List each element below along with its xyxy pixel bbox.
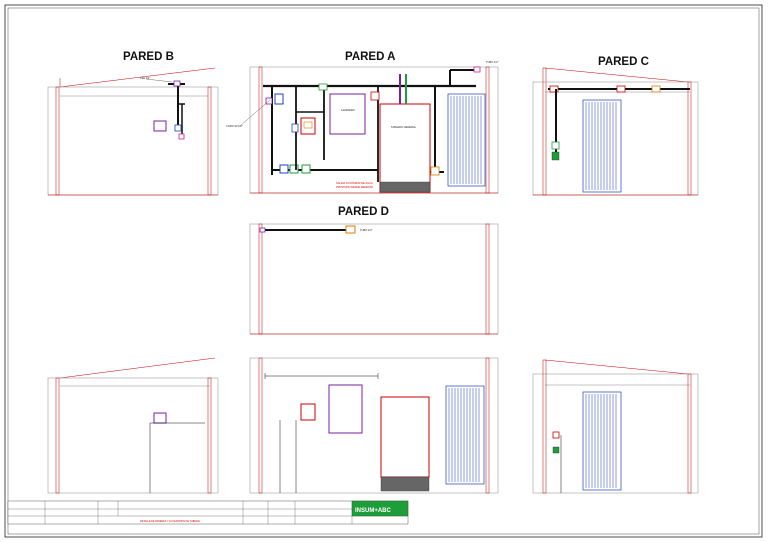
bottom-middle-elevation	[249, 357, 499, 494]
svg-text:TABLERO GENERAL: TABLERO GENERAL	[391, 125, 417, 129]
pared-a-elevation: TUBO 1/2" LAVADERO TABLERO GENERAL	[226, 60, 499, 194]
pared-a-title: PARED A	[345, 51, 395, 63]
bottom-right-elevation	[532, 359, 699, 494]
svg-text:TEE 1/2": TEE 1/2"	[140, 76, 150, 80]
svg-text:LAVADERO: LAVADERO	[341, 108, 355, 112]
pared-b-elevation: TEE 1/2"	[47, 67, 219, 196]
pared-b-title: PARED B	[123, 51, 174, 63]
svg-text:CODO 90 1/2": CODO 90 1/2"	[226, 124, 243, 128]
svg-text:PROVISION DESDE MEDIDOR: PROVISION DESDE MEDIDOR	[336, 185, 373, 189]
pared-c-elevation	[532, 67, 699, 196]
pared-c-title: PARED C	[598, 56, 649, 68]
title-block: INSUM+ABC DETALLE DE PAREDES Y ACCESORIO…	[7, 500, 409, 525]
logo-text: INSUM+ABC	[355, 508, 392, 514]
svg-text:TUBO 1/2": TUBO 1/2"	[486, 60, 499, 64]
pared-d-elevation: TUBO 1/2"	[249, 223, 499, 335]
svg-text:TUBO 1/2": TUBO 1/2"	[360, 228, 373, 232]
sheet-inner-border	[7, 7, 760, 535]
svg-text:SALIDA CONTADOR DE AGUA: SALIDA CONTADOR DE AGUA	[336, 181, 373, 185]
footer-red-note: DETALLE DE PAREDES Y ACCESORIOS DE TUBER…	[140, 520, 200, 523]
pared-d-title: PARED D	[338, 206, 389, 218]
bottom-left-elevation	[47, 357, 219, 494]
